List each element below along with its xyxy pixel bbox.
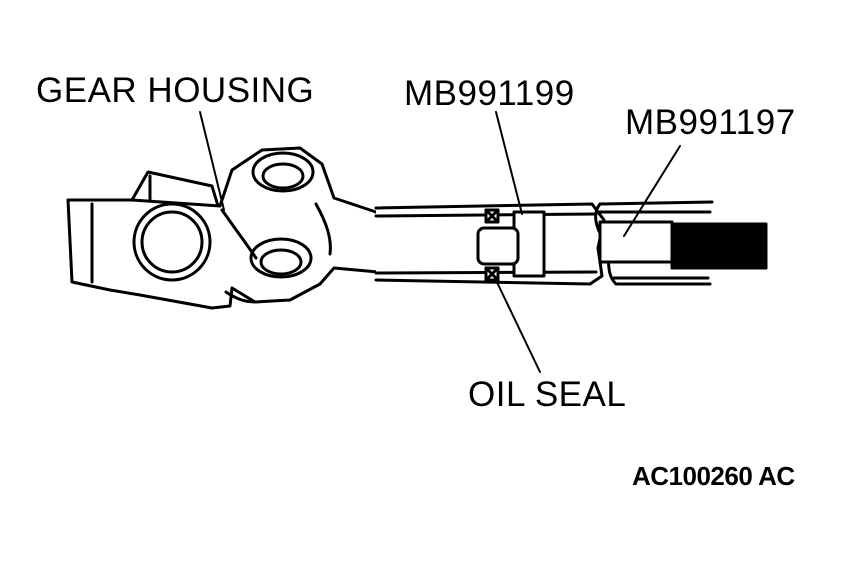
figure-id: AC100260 AC [632, 461, 795, 491]
leader-oil-seal [493, 275, 541, 373]
tool-mb991199 [476, 210, 546, 278]
mb991199-label: MB991199 [404, 74, 575, 113]
leader-mb991199 [495, 111, 523, 215]
oil-seal-label: OIL SEAL [468, 375, 627, 414]
gear-housing-body [66, 146, 386, 310]
leader-mb991197 [623, 145, 681, 237]
tool-mb991197 [598, 220, 768, 270]
gear-housing-label: GEAR HOUSING [36, 71, 315, 110]
leader-gear-housing [199, 111, 225, 211]
mb991197-label: MB991197 [625, 103, 796, 142]
